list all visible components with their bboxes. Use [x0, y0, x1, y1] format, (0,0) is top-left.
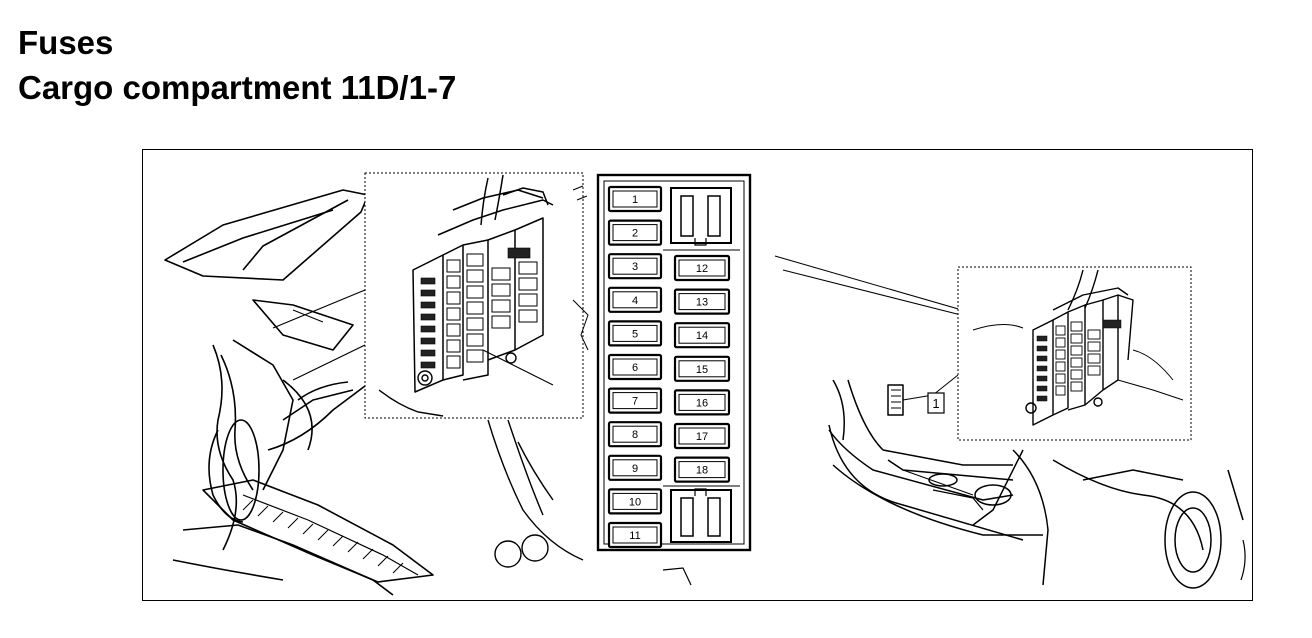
- fuse-slot: 11: [607, 521, 663, 549]
- fuse-slot: 8: [607, 421, 663, 448]
- fuse-slot: 5: [607, 320, 663, 347]
- fuse-slot: 16: [673, 389, 731, 416]
- fuse-number-label: 12: [696, 263, 708, 275]
- cargo-compartment-illustration: [164, 189, 434, 596]
- fuse-number-label: 6: [632, 362, 638, 374]
- fuse-slot: 3: [607, 253, 663, 280]
- fuse-number-label: 5: [632, 328, 638, 340]
- fuse-box-location-inset: [957, 266, 1192, 441]
- relay-slot-bottom: [670, 488, 732, 543]
- fuse-number-label: 18: [696, 465, 708, 477]
- fuse-slot: 6: [607, 353, 663, 381]
- fuse-number-label: 4: [632, 295, 638, 307]
- fuse-slot: 9: [607, 454, 663, 481]
- fuse-box-detail-inset: [364, 172, 584, 419]
- fuse-slot: 2: [607, 219, 663, 246]
- page-subtitle: Cargo compartment 11D/1-7: [18, 69, 457, 106]
- callout-marker: 1: [927, 392, 945, 414]
- fuse-number-label: 3: [632, 261, 638, 273]
- fuse-number-label: 1: [632, 194, 638, 206]
- fuse-slot: 13: [673, 288, 731, 315]
- fuse-slot: 14: [673, 322, 731, 349]
- fuse-number-label: 9: [632, 463, 638, 475]
- fuse-number-label: 7: [632, 396, 638, 408]
- fuse-slot: 4: [607, 286, 663, 313]
- background-linework: [487, 185, 692, 586]
- fuse-slot: 10: [607, 488, 663, 515]
- fuse-number-label: 13: [696, 297, 708, 309]
- fuse-number-label: 16: [696, 397, 708, 409]
- relay-slot-top: [670, 187, 732, 246]
- callout-label: 1: [932, 396, 939, 411]
- fuse-number-label: 17: [696, 431, 708, 443]
- fuse-slot: 7: [607, 387, 663, 414]
- fuse-left-column: 1 2 3 4 5 6 7 8 9 10 11: [607, 185, 663, 549]
- fuse-number-label: 11: [629, 530, 640, 542]
- fuse-slot: 1: [607, 185, 663, 213]
- fuse-number-label: 10: [629, 496, 641, 508]
- fuse-right-column: 12 13 14 15 16 17 18: [673, 254, 731, 483]
- fuse-slot: 17: [673, 422, 731, 450]
- fuse-number-label: 8: [632, 429, 638, 441]
- fuse-slot: 15: [673, 355, 731, 382]
- vehicle-rear-illustration: [774, 255, 1246, 589]
- fuse-slot: 18: [673, 456, 731, 483]
- fuse-slot: 12: [673, 254, 731, 282]
- fuse-number-label: 2: [632, 228, 638, 240]
- page-title: Fuses: [18, 24, 114, 61]
- fuse-number-label: 14: [696, 330, 708, 342]
- fuse-number-label: 15: [696, 364, 708, 376]
